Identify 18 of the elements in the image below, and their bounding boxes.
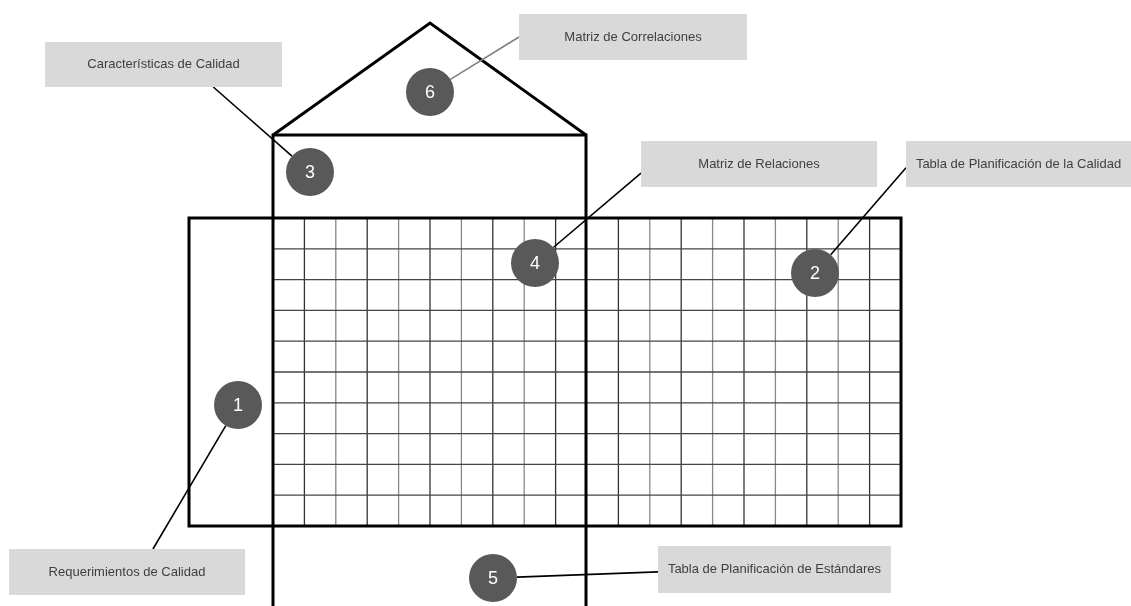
callout-label: Requerimientos de Calidad (9, 549, 245, 595)
leader-line (552, 172, 642, 249)
callout-label: Matriz de Correlaciones (519, 14, 747, 60)
callout-number: 1 (214, 381, 262, 429)
callout-number: 3 (286, 148, 334, 196)
leader-line (152, 424, 227, 550)
callout-label: Matriz de Relaciones (641, 141, 877, 187)
callout-number: 2 (791, 249, 839, 297)
leader-line (212, 86, 293, 157)
leader-line (516, 571, 659, 578)
callout-label: Tabla de Planificación de la Calidad (906, 141, 1131, 187)
leader-line (449, 36, 520, 81)
callout-number: 5 (469, 554, 517, 602)
callout-number: 4 (511, 239, 559, 287)
callout-number: 6 (406, 68, 454, 116)
callout-label: Tabla de Planificación de Estándares (658, 546, 891, 593)
callout-label: Características de Calidad (45, 42, 282, 87)
leader-line (829, 166, 907, 256)
